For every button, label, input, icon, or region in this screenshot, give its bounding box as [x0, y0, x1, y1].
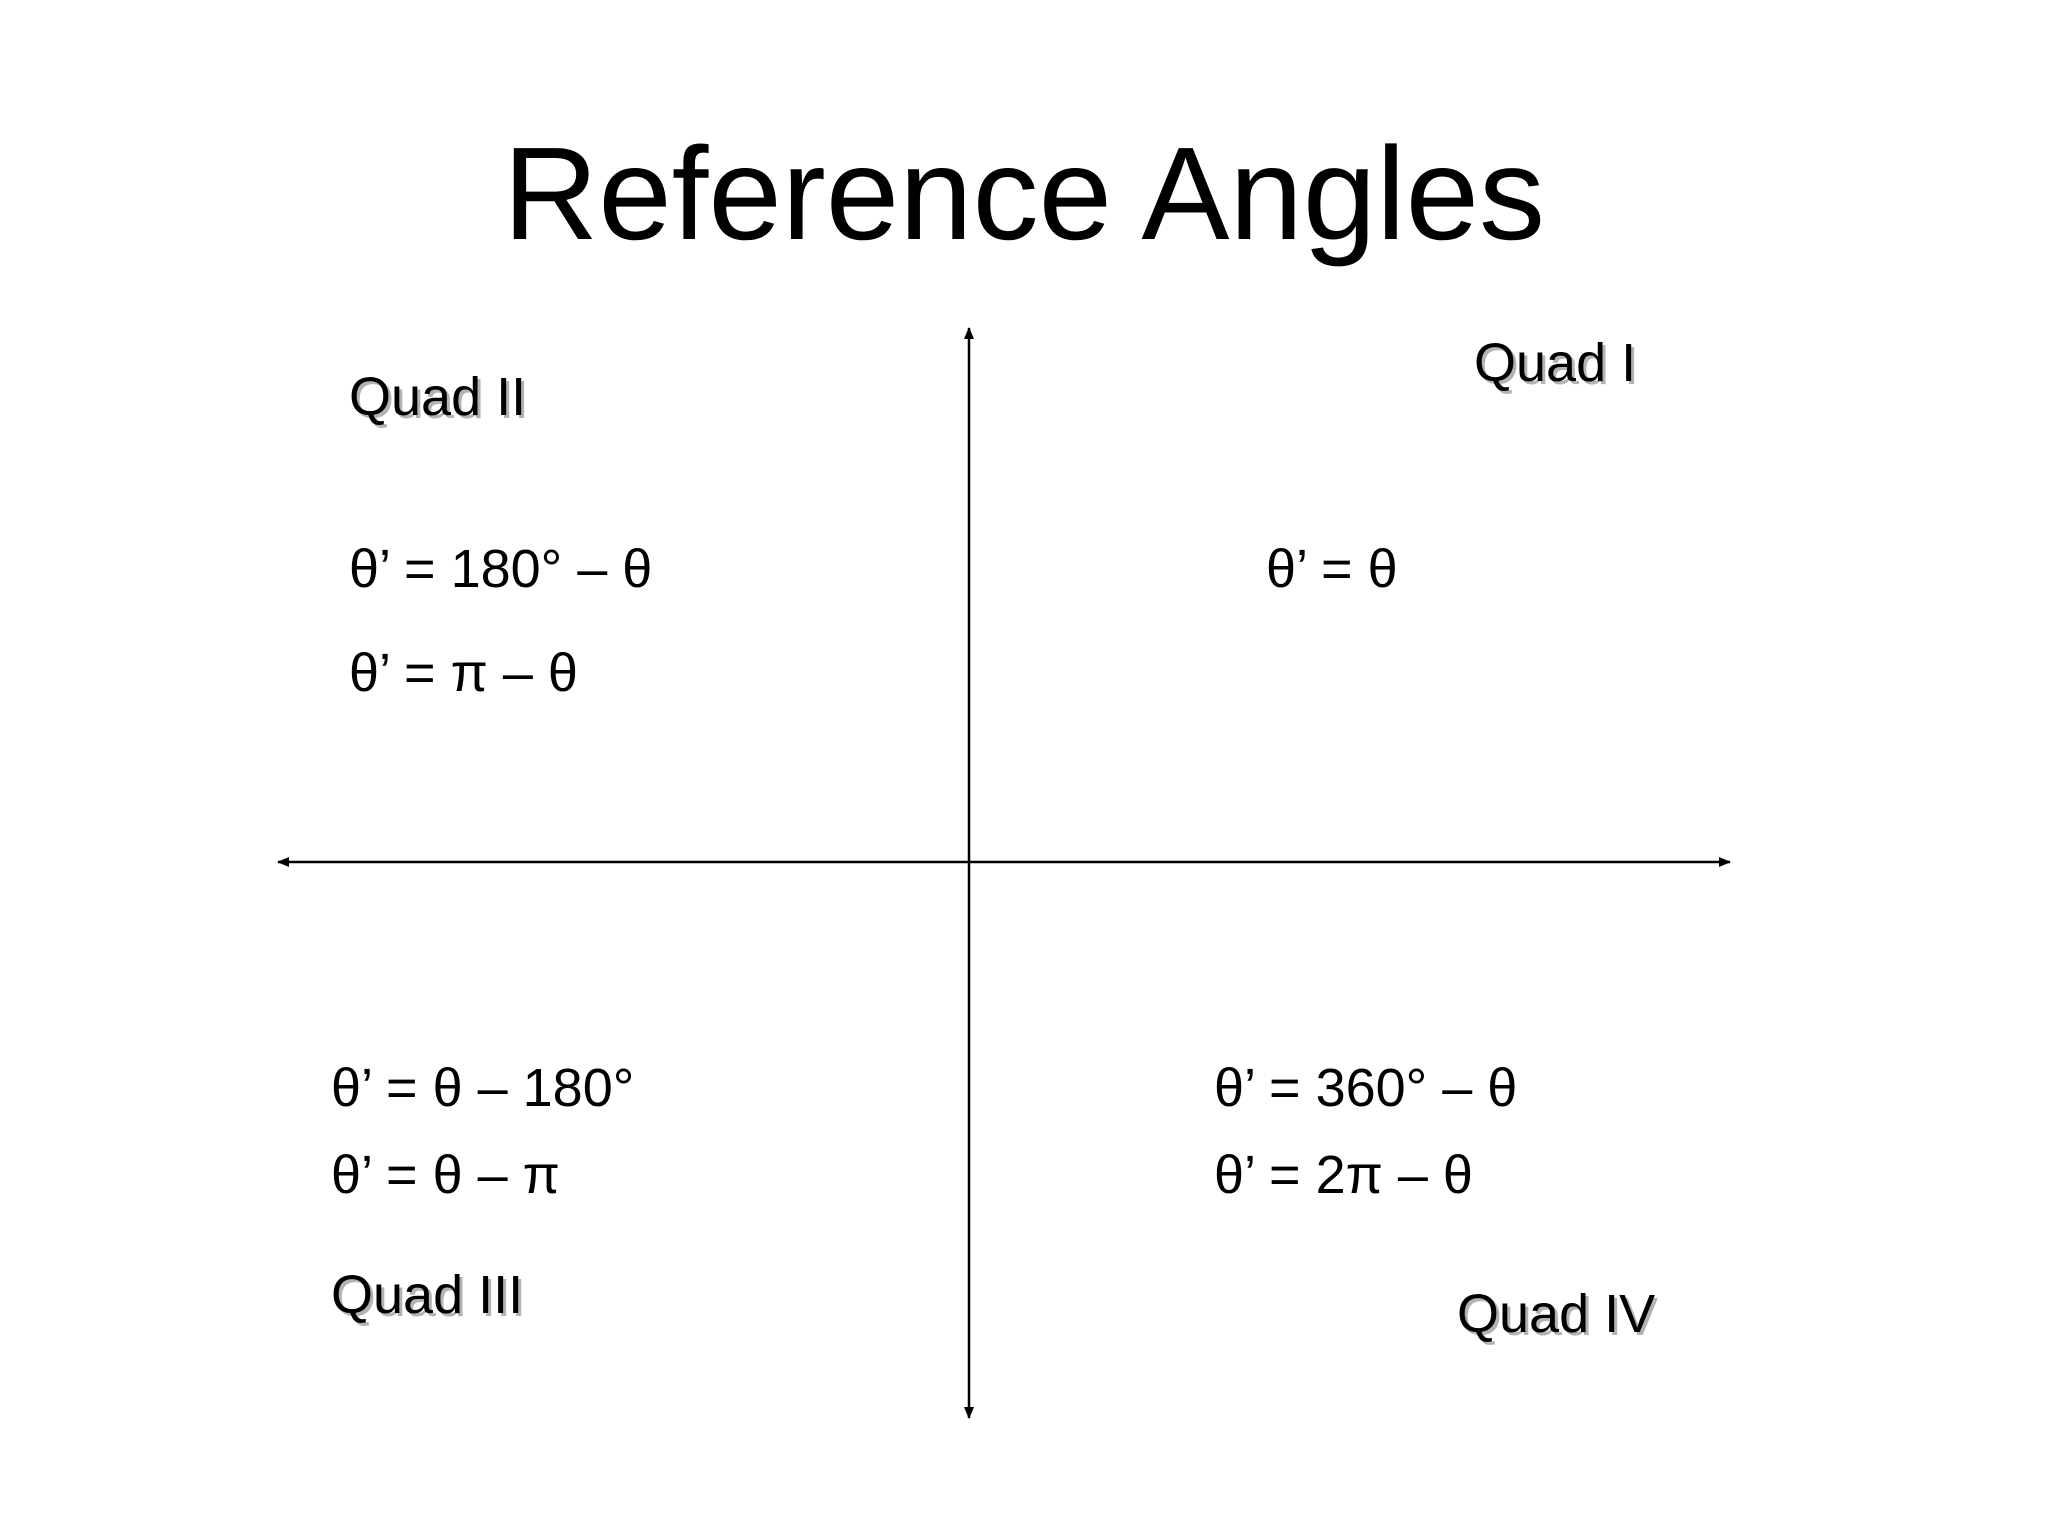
quad-ii-formula-radians: θ’ = π – θ	[349, 643, 578, 703]
quad-i-formula: θ’ = θ	[1266, 539, 1398, 599]
quad-iv-label: Quad IV	[1457, 1284, 1656, 1344]
quad-iii-formula-degrees: θ’ = θ – 180°	[331, 1058, 635, 1118]
slide-title: Reference Angles	[502, 120, 1545, 267]
quad-iii-label: Quad III	[331, 1265, 524, 1325]
quad-iii-formula-radians: θ’ = θ – π	[331, 1145, 560, 1205]
quad-ii-label: Quad II	[349, 367, 527, 427]
quad-ii-formula-degrees: θ’ = 180° – θ	[349, 539, 653, 599]
quad-iv-formula-degrees: θ’ = 360° – θ	[1214, 1058, 1518, 1118]
quad-i-label: Quad I	[1474, 333, 1637, 393]
quad-iv-formula-radians: θ’ = 2π – θ	[1214, 1145, 1473, 1205]
